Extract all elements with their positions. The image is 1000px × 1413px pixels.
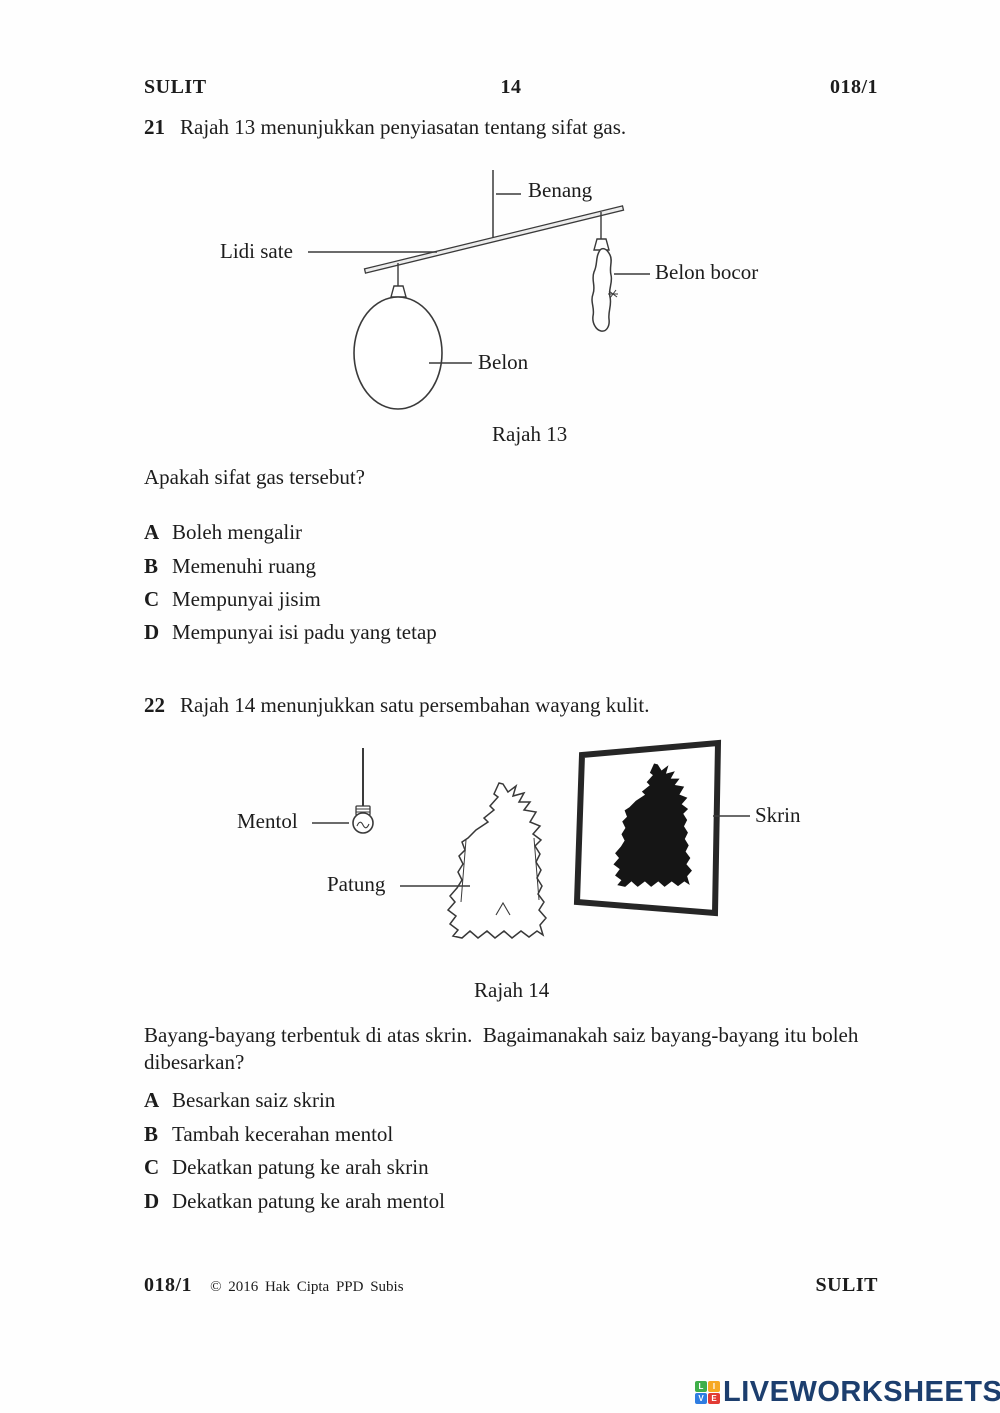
option-letter: A — [144, 1088, 160, 1112]
option-text: Dekatkan patung ke arah skrin — [172, 1155, 429, 1179]
option-letter: D — [144, 620, 160, 644]
option-21-b: B Memenuhi ruang — [144, 555, 316, 578]
page-footer: 018/1 © 2016 Hak Cipta PPD Subis SULIT — [144, 1274, 878, 1297]
option-letter: B — [144, 554, 159, 578]
label-belon: Belon — [478, 350, 529, 374]
option-text: Besarkan saiz skrin — [172, 1088, 336, 1112]
puppet-right-rod — [533, 837, 540, 901]
label-patung: Patung — [327, 872, 386, 896]
footer-copyright: © 2016 Hak Cipta PPD Subis — [210, 1279, 404, 1295]
option-22-b: B Tambah kecerahan mentol — [144, 1123, 393, 1146]
footer-confidential: SULIT — [815, 1274, 878, 1296]
paper-code: 018/1 — [829, 76, 878, 98]
liveworksheets-wordmark: LIVEWORKSHEETS — [723, 1376, 1000, 1408]
balloon-shape — [353, 296, 443, 410]
header-confidential-left: SULIT — [144, 76, 207, 98]
option-22-d: D Dekatkan patung ke arah mentol — [144, 1190, 445, 1213]
deflated-balloon-shape — [591, 247, 613, 332]
question-21-intro: Rajah 13 menunjukkan penyiasatan tentang… — [180, 115, 627, 139]
option-21-a: A Boleh mengalir — [144, 521, 302, 544]
option-letter: D — [144, 1189, 160, 1213]
option-text: Memenuhi ruang — [172, 554, 317, 578]
option-letter: A — [144, 520, 160, 544]
liveworksheets-grid-icon: L I V E — [695, 1381, 720, 1404]
logo-tile-l: L — [695, 1381, 707, 1392]
footer-paper-code: 018/1 — [144, 1274, 193, 1296]
question-22-intro-row: 22 Rajah 14 menunjukkan satu persembahan… — [144, 694, 924, 717]
logo-tile-i: I — [708, 1381, 720, 1392]
option-text: Mempunyai jisim — [172, 587, 321, 611]
label-belon-bocor: Belon bocor — [655, 260, 759, 284]
label-lidi-sate: Lidi sate — [220, 239, 293, 263]
puppet-left-rod — [460, 839, 467, 903]
option-text: Mempunyai isi padu yang tetap — [172, 620, 437, 644]
option-text: Tambah kecerahan mentol — [172, 1122, 394, 1146]
question-22-text-line1: Bayang-bayang terbentuk di atas skrin. B… — [144, 1023, 859, 1047]
lidi-sate-stick — [363, 205, 625, 274]
question-22-number: 22 — [144, 693, 165, 717]
liveworksheets-logo[interactable]: L I V E LIVEWORKSHEETS — [695, 1378, 1000, 1407]
option-21-c: C Mempunyai jisim — [144, 588, 321, 611]
question-21-number: 21 — [144, 115, 165, 139]
label-benang: Benang — [528, 178, 593, 202]
option-text: Dekatkan patung ke arah mentol — [172, 1189, 445, 1213]
puppet-outline — [447, 782, 547, 939]
figure-13-diagram — [308, 170, 650, 410]
question-22-text-line2: dibesarkan? — [144, 1050, 245, 1074]
question-21-text: Apakah sifat gas tersebut? — [144, 465, 366, 489]
figure-13-caption: Rajah 13 — [492, 422, 568, 446]
label-skrin: Skrin — [755, 803, 801, 827]
option-letter: B — [144, 1122, 159, 1146]
logo-tile-e: E — [708, 1393, 720, 1404]
balloon-neck — [390, 285, 407, 298]
question-22-intro: Rajah 14 menunjukkan satu persembahan wa… — [180, 693, 650, 717]
figure-14-caption: Rajah 14 — [474, 978, 550, 1002]
puppet-detail-mark — [495, 901, 511, 916]
logo-tile-v: V — [695, 1393, 707, 1404]
option-letter: C — [144, 587, 160, 611]
option-text: Boleh mengalir — [172, 520, 303, 544]
bulb-filament — [356, 821, 370, 829]
option-22-c: C Dekatkan patung ke arah skrin — [144, 1156, 429, 1179]
bulb-glass — [352, 812, 374, 834]
deflated-neck — [593, 238, 610, 251]
question-21-intro-row: 21 Rajah 13 menunjukkan penyiasatan tent… — [144, 116, 904, 139]
page-number: 14 — [500, 76, 522, 98]
option-letter: C — [144, 1155, 160, 1179]
leak-burst-mark — [608, 289, 618, 299]
option-21-d: D Mempunyai isi padu yang tetap — [144, 621, 437, 644]
label-mentol: Mentol — [237, 809, 298, 833]
option-22-a: A Besarkan saiz skrin — [144, 1089, 335, 1112]
figure-14-diagram — [312, 739, 750, 939]
